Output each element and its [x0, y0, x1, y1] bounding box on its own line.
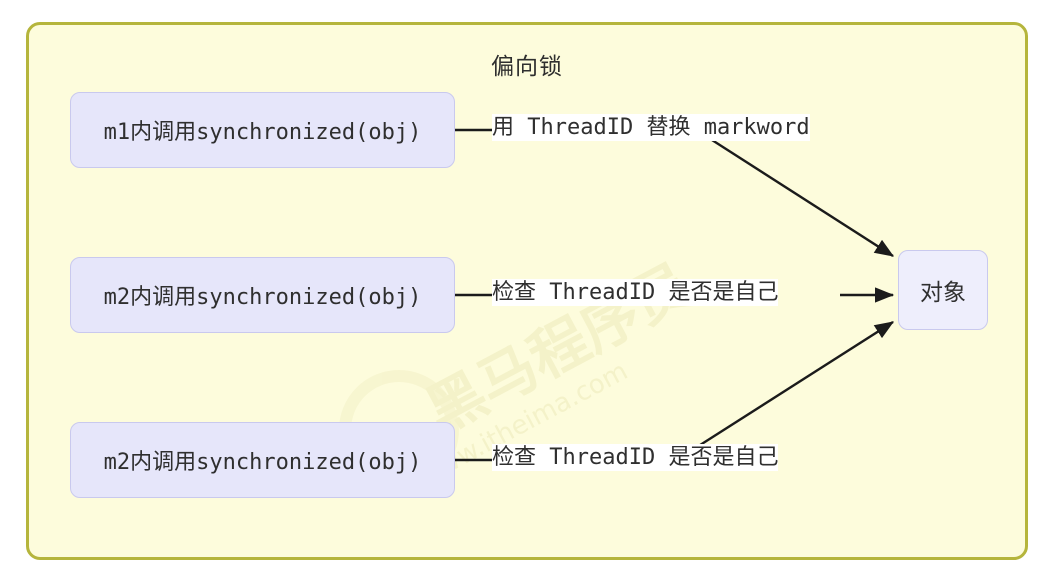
- edge-m2b-to-object: [696, 320, 895, 449]
- edge-label-check-threadid-2: 检查 ThreadID 是否是自己: [492, 444, 779, 472]
- edge-label-replace-markword: 用 ThreadID 替换 markword: [492, 114, 810, 142]
- node-m1[interactable]: m1内调用synchronized(obj): [70, 92, 455, 168]
- node-m2a[interactable]: m2内调用synchronized(obj): [70, 257, 455, 333]
- node-m1-label: m1内调用synchronized(obj): [103, 120, 422, 145]
- node-m2b[interactable]: m2内调用synchronized(obj): [70, 422, 455, 498]
- node-m2b-label: m2内调用synchronized(obj): [103, 450, 422, 475]
- node-object-label: 对象: [920, 280, 966, 306]
- edge-m1-to-object: [711, 138, 895, 258]
- edge-label-check-threadid-1: 检查 ThreadID 是否是自己: [492, 279, 779, 307]
- node-m2a-label: m2内调用synchronized(obj): [103, 285, 422, 310]
- diagram-title: 偏向锁: [491, 54, 563, 80]
- node-object[interactable]: 对象: [898, 250, 988, 330]
